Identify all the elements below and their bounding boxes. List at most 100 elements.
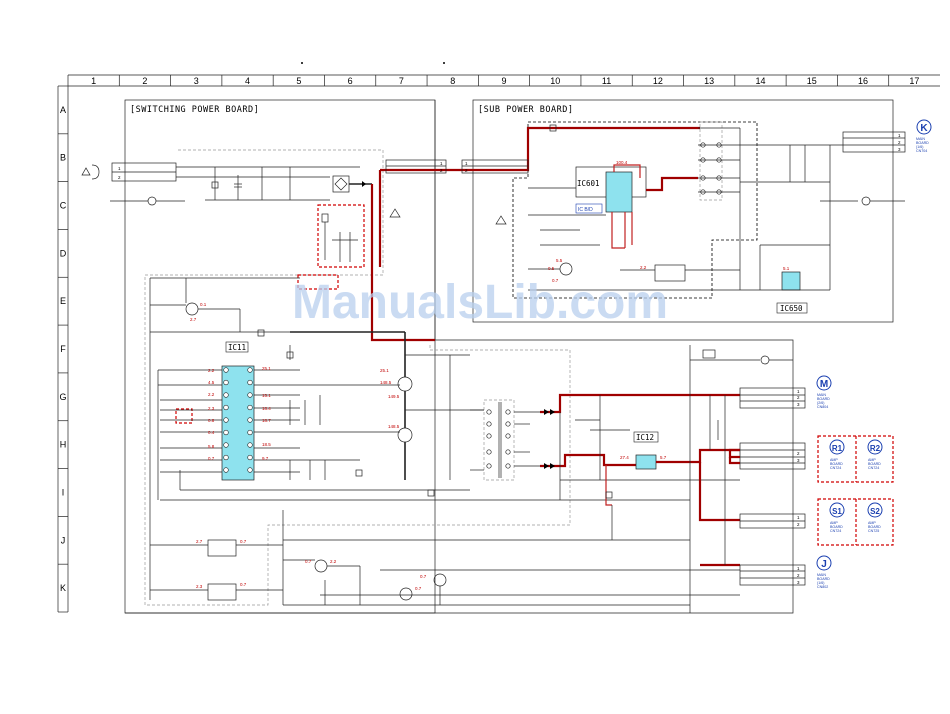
m-connector-badge — [816, 375, 832, 391]
optocouplers — [150, 539, 740, 606]
svg-text:0.7: 0.7 — [552, 278, 559, 283]
photocoupler — [207, 583, 237, 601]
voltage-annotations: 0.1 2.7 2.2 4.5 2.2 2.3 0.8 0.4 5.8 0.7 … — [190, 160, 790, 591]
ic-pin — [247, 379, 253, 386]
ground-screw-icon — [147, 196, 157, 206]
column-label: 4 — [245, 76, 250, 86]
ic650-label: IC650 — [780, 304, 803, 313]
ic-pin — [223, 404, 229, 411]
svg-text:BOARD: BOARD — [830, 462, 843, 466]
ic-pin — [247, 367, 253, 373]
svg-text:2.2: 2.2 — [640, 265, 647, 270]
row-label: I — [62, 487, 65, 497]
svg-text:(1/6): (1/6) — [817, 581, 824, 585]
transistor-icon — [559, 262, 573, 276]
svg-text:3: 3 — [797, 458, 800, 463]
svg-text:BOARD: BOARD — [868, 462, 881, 466]
row-label: D — [60, 248, 67, 258]
svg-text:148.5: 148.5 — [388, 424, 400, 429]
photocoupler — [654, 264, 686, 282]
sub-standby-boundary — [512, 121, 758, 299]
j-connector-letter: J — [821, 559, 827, 570]
svg-text:2: 2 — [440, 168, 443, 173]
ic-pin — [223, 379, 229, 386]
row-label: K — [60, 583, 66, 593]
svg-text:2.3: 2.3 — [196, 584, 203, 589]
ic-pin — [247, 467, 253, 473]
svg-text:2.2: 2.2 — [208, 368, 215, 373]
output-connectors: 1 2 3 2 3 1 2 1 2 3 — [728, 387, 806, 586]
s1-connector-letter: S1 — [832, 507, 842, 516]
row-ticks — [58, 133, 68, 565]
svg-text:9.7: 9.7 — [262, 456, 269, 461]
svg-text:0.7: 0.7 — [240, 582, 247, 587]
ic-pin — [223, 467, 229, 473]
ic650-package — [781, 271, 801, 291]
r-output-connector — [739, 442, 806, 470]
svg-text:(1/6): (1/6) — [916, 145, 923, 149]
power-mosfets — [289, 354, 484, 497]
svg-text:0.8: 0.8 — [208, 418, 215, 423]
row-label: B — [60, 153, 66, 163]
inter-board-connector: 1 2 1 2 — [385, 159, 529, 174]
ic-pin — [247, 392, 253, 398]
svg-text:MAIN: MAIN — [817, 393, 826, 397]
svg-text:1: 1 — [797, 566, 800, 571]
ic-pin — [223, 367, 229, 373]
svg-text:2.2: 2.2 — [208, 392, 215, 397]
r2-connector-badge — [867, 439, 883, 455]
row-label: G — [59, 392, 66, 402]
ic601-package — [605, 171, 633, 213]
standby-supply-wire — [380, 126, 700, 172]
svg-text:27.4: 27.4 — [620, 455, 629, 460]
r2-connector-letter: R2 — [870, 444, 881, 453]
svg-text:AMP: AMP — [830, 521, 838, 525]
line-filter — [205, 166, 372, 201]
warning-triangle-icon — [389, 208, 401, 218]
ground-screw-icon — [760, 355, 770, 365]
svg-text:AMP: AMP — [868, 458, 876, 462]
svg-text:2: 2 — [797, 522, 800, 527]
k-connector-badge — [916, 119, 932, 135]
connector-badges: M MAIN BOARD (2/6) CN804 R1 AMP BOARD CN… — [816, 375, 883, 589]
mosfet-icon — [397, 376, 413, 392]
svg-text:CN724: CN724 — [830, 466, 841, 470]
svg-text:4.5: 4.5 — [208, 380, 215, 385]
svg-text:2.7: 2.7 — [196, 539, 203, 544]
ac-plug-icon — [91, 164, 100, 180]
s2-connector-letter: S2 — [870, 507, 880, 516]
svg-text:2: 2 — [118, 175, 121, 180]
svg-text:CN802: CN802 — [817, 585, 828, 589]
svg-text:0.7: 0.7 — [208, 456, 215, 461]
hv-bus-wire — [370, 184, 435, 342]
column-label: 2 — [142, 76, 147, 86]
svg-text:CN804: CN804 — [817, 405, 828, 409]
svg-text:2: 2 — [797, 573, 800, 578]
row-label: F — [60, 344, 66, 354]
svg-text:5.1: 5.1 — [783, 266, 790, 271]
svg-text:BOARD: BOARD — [830, 525, 843, 529]
svg-text:0.4: 0.4 — [208, 430, 215, 435]
j-output-connector — [739, 564, 806, 586]
svg-text:2.3: 2.3 — [208, 406, 215, 411]
ic-pin — [247, 417, 253, 423]
ic-pin — [247, 442, 253, 448]
ic11-label: IC11 — [228, 343, 246, 352]
ic-pin — [223, 442, 229, 448]
ic12-package — [635, 454, 657, 470]
ic-pin — [223, 454, 229, 461]
ic-pin — [247, 454, 253, 461]
svg-text:AMP: AMP — [868, 521, 876, 525]
mosfet-icon — [397, 427, 413, 443]
svg-text:0.7: 0.7 — [420, 574, 427, 579]
svg-text:3: 3 — [797, 580, 800, 585]
svg-text:1: 1 — [797, 389, 800, 394]
svg-text:18.5: 18.5 — [262, 442, 271, 447]
rectifier-array-region — [699, 121, 723, 201]
row-label: C — [60, 201, 67, 211]
transistor-icon — [399, 587, 413, 601]
output-diode-icon — [544, 463, 549, 469]
sub-power-circuit: IC601 IC B/D — [528, 124, 905, 314]
svg-text:5.8: 5.8 — [208, 444, 215, 449]
